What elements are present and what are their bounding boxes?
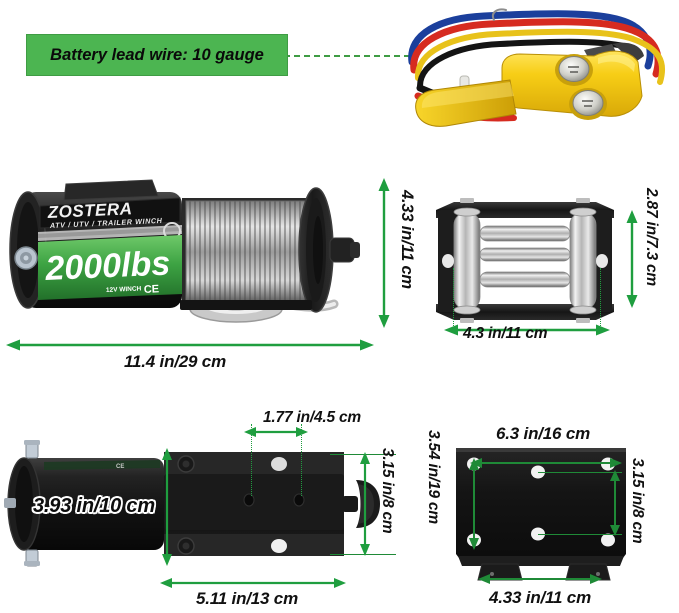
dimension-arrow-base-length xyxy=(160,576,346,590)
callout-leader-line xyxy=(284,55,410,57)
plate-hole-extension-top xyxy=(538,472,622,473)
dimension-motor-diameter: 3.93 in/10 cm xyxy=(33,495,155,517)
dimension-arrow-fairlead-height xyxy=(624,210,640,308)
side-hole-extension-left xyxy=(251,424,252,496)
dimension-winch-length: 11.4 in/29 cm xyxy=(124,352,226,371)
dimension-plate-foot-width: 4.33 in/11 cm xyxy=(489,588,591,607)
dimension-hole-spacing: 1.77 in/4.5 cm xyxy=(263,409,362,426)
drum-extension-top xyxy=(330,454,396,455)
dimension-arrow-fairlead-width xyxy=(444,322,610,338)
svg-text:12V WINCH: 12V WINCH xyxy=(106,285,142,294)
dimension-plate-hole-spacing: 3.15 in/8 cm xyxy=(629,458,646,544)
dimension-arrow-winch-length xyxy=(6,337,374,353)
fairlead-extension-right xyxy=(600,268,601,330)
dimension-arrow-plate-hole-spacing xyxy=(608,470,622,536)
svg-text:CE: CE xyxy=(144,283,160,296)
svg-text:2000lbs: 2000lbs xyxy=(44,244,171,288)
dimension-arrow-winch-height xyxy=(376,178,392,328)
handheld-remote-control-image xyxy=(398,4,676,140)
dimension-arrow-plate-height xyxy=(467,458,481,550)
dimension-winch-height: 4.33 in/11 cm xyxy=(398,190,416,289)
dimension-plate-width: 6.3 in/16 cm xyxy=(496,424,590,443)
plate-hole-extension-bottom xyxy=(538,534,622,535)
dimension-arrow-plate-width xyxy=(470,456,622,470)
dimension-base-length: 5.11 in/13 cm xyxy=(196,589,298,608)
svg-text:ZOSTERA: ZOSTERA xyxy=(46,199,133,222)
drum-extension-bottom xyxy=(330,554,396,555)
dimension-fairlead-width: 4.3 in/11 cm xyxy=(463,325,548,342)
dimension-plate-height: 3.54 in/19 cm xyxy=(425,430,442,524)
side-hole-extension-right xyxy=(301,424,302,496)
fairlead-extension-left xyxy=(453,268,454,330)
roller-fairlead-image xyxy=(430,196,620,326)
svg-text:CE: CE xyxy=(116,464,124,470)
dimension-arrow-plate-foot-width xyxy=(478,572,602,586)
dimension-arrow-hole-spacing xyxy=(244,425,308,439)
callout-label: Battery lead wire: 10 gauge xyxy=(50,45,264,64)
winch-side-view-image: CE xyxy=(4,440,386,570)
callout-battery-lead-wire: Battery lead wire: 10 gauge xyxy=(26,34,288,76)
dimension-arrow-drum-height xyxy=(358,452,372,556)
winch-front-view-image: ZOSTERA ATV / UTV / TRAILER WINCH 2000lb… xyxy=(4,176,376,326)
dimension-arrow-motor-height xyxy=(160,448,174,566)
dimension-fairlead-height: 2.87 in/7.3 cm xyxy=(643,188,660,287)
dimension-drum-height: 3.15 in/8 cm xyxy=(379,448,396,534)
